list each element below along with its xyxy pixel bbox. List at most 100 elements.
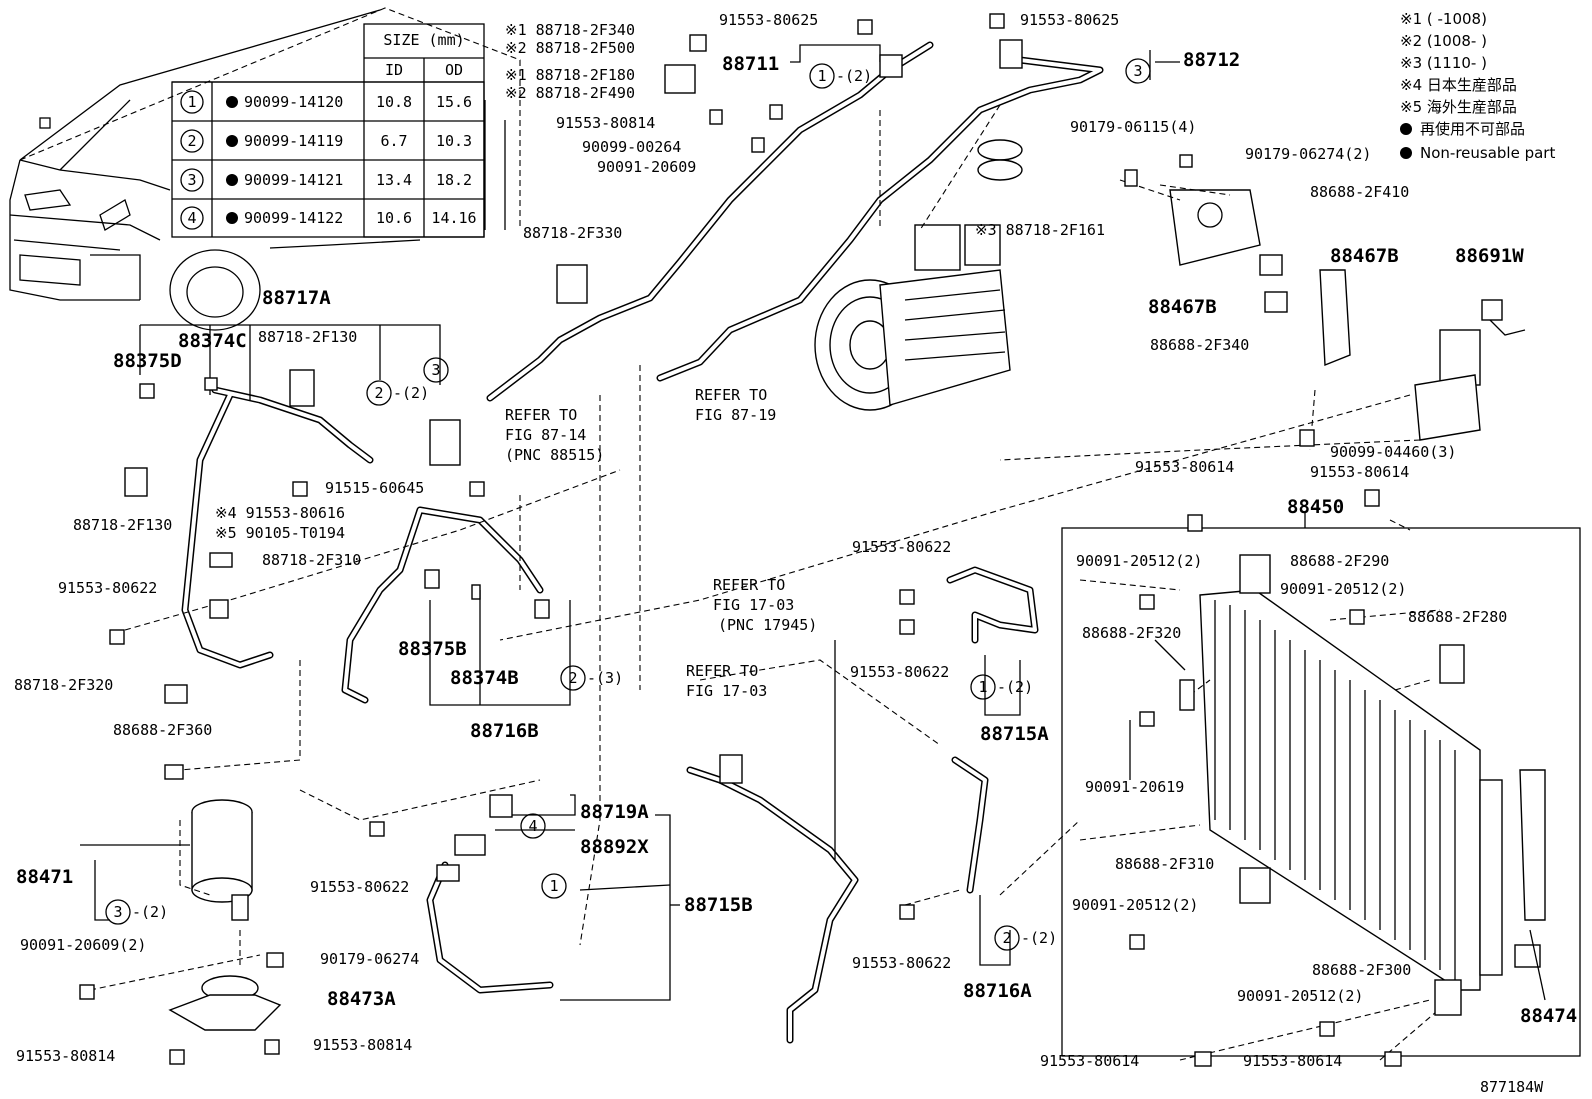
- part-label: 88688-2F310: [1115, 855, 1214, 873]
- part-label: 90179-06274: [320, 950, 419, 968]
- reference-note: FIG 17-03: [713, 596, 794, 614]
- svg-text:3: 3: [1133, 62, 1142, 80]
- assembly-label: 88715B: [684, 894, 753, 916]
- row-od: 18.2: [436, 171, 472, 189]
- assembly-labels: 88711 88712 88467B 88467B 88691W 88717A …: [16, 49, 1577, 1027]
- part-label: 88718-2F320: [14, 676, 113, 694]
- svg-text:2: 2: [374, 384, 383, 402]
- part-labels: ※1 88718-2F340 ※2 88718-2F500 ※1 88718-2…: [14, 11, 1544, 1096]
- legend: ※1 ( -1008) ※2 (1008- ) ※3 (1110- ) ※4 日…: [1400, 10, 1555, 162]
- assembly-label: 88374C: [178, 330, 247, 352]
- part-label: 88718-2F130: [258, 328, 357, 346]
- reference-note: REFER TO: [695, 386, 767, 404]
- part-label: ※1 88718-2F340: [505, 21, 635, 39]
- legend-note: ※4 日本生産部品: [1400, 76, 1517, 94]
- legend-note: ※5 海外生産部品: [1400, 98, 1517, 116]
- table-row: 4 90099-14122 10.6 14.16: [180, 206, 477, 230]
- pressure-sensor: [1414, 299, 1526, 441]
- part-label: 90099-00264: [582, 138, 681, 156]
- part-label: ※3 88718-2F161: [975, 221, 1105, 239]
- part-label: 90179-06115(4): [1070, 118, 1196, 136]
- row-ref: 3: [187, 171, 196, 189]
- part-label: 91553-80614: [1135, 458, 1234, 476]
- assembly-label: 88375D: [113, 350, 182, 372]
- part-label: 91553-80614: [1040, 1052, 1139, 1070]
- table-row: 1 90099-14120 10.8 15.6: [180, 90, 472, 114]
- assembly-label: 88474: [1520, 1005, 1577, 1027]
- callout-circle: 3: [1125, 58, 1151, 84]
- part-label: 90091-20609: [597, 158, 696, 176]
- svg-text:-(2): -(2): [132, 903, 168, 921]
- assembly-label: 88467B: [1148, 296, 1217, 318]
- non-reusable-mark-icon: [226, 174, 238, 186]
- vehicle-illustration: [9, 7, 521, 331]
- figure-code: 877184W: [1480, 1078, 1544, 1096]
- part-label: 88688-2F290: [1290, 552, 1389, 570]
- part-label: 91553-80625: [719, 11, 818, 29]
- part-label: 90091-20619: [1085, 778, 1184, 796]
- receiver-drier: [191, 799, 253, 921]
- reference-note: (PNC 88515): [505, 446, 604, 464]
- pipes: [181, 41, 1104, 1044]
- size-table-id-header: ID: [385, 61, 403, 79]
- assembly-label: 88892X: [580, 836, 649, 858]
- row-part: 90099-14121: [244, 171, 343, 189]
- legend-note: Non-reusable part: [1420, 144, 1555, 162]
- row-ref: 2: [187, 132, 196, 150]
- part-label: 90091-20609(2): [20, 936, 146, 954]
- callout-brackets: [80, 44, 1546, 1001]
- mounting-bracket: [1169, 189, 1351, 367]
- reference-note: REFER TO: [686, 662, 758, 680]
- reference-note: FIG 87-14: [505, 426, 586, 444]
- size-table: SIZE (mm) ID OD 1 90099-14120 10.8 15.6 …: [171, 23, 485, 238]
- part-label: 90179-06274(2): [1245, 145, 1371, 163]
- row-od: 10.3: [436, 132, 472, 150]
- size-table-od-header: OD: [445, 61, 463, 79]
- assembly-label: 88467B: [1330, 245, 1399, 267]
- reference-note: (PNC 17945): [718, 616, 817, 634]
- assembly-label: 88374B: [450, 667, 519, 689]
- row-part: 90099-14122: [244, 209, 343, 227]
- part-label: 91553-80622: [850, 663, 949, 681]
- svg-text:3: 3: [431, 361, 440, 379]
- callout-circle: 1 -(2): [809, 63, 872, 89]
- svg-text:1: 1: [817, 67, 826, 85]
- small-parts: [79, 13, 1465, 1067]
- circled-callouts: 1 -(2) 3 2 -(2) 3 2 -(3) 1 -(2): [105, 58, 1151, 951]
- callout-circle: 1: [541, 873, 567, 899]
- row-od: 15.6: [436, 93, 472, 111]
- part-label: 88688-2F410: [1310, 183, 1409, 201]
- assembly-label: 88691W: [1455, 245, 1524, 267]
- reference-note: FIG 17-03: [686, 682, 767, 700]
- svg-text:3: 3: [113, 903, 122, 921]
- svg-text:-(2): -(2): [997, 678, 1033, 696]
- row-id: 10.6: [376, 209, 412, 227]
- svg-text:1: 1: [978, 678, 987, 696]
- compressor: [814, 224, 1011, 411]
- part-label: 91553-80614: [1243, 1052, 1342, 1070]
- legend-note: ※2 (1008- ): [1400, 32, 1487, 50]
- part-label: 91553-80622: [852, 538, 951, 556]
- size-table-title: SIZE (mm): [383, 31, 464, 49]
- part-label: 91553-80622: [852, 954, 951, 972]
- part-label: 90091-20512(2): [1237, 987, 1363, 1005]
- table-row: 3 90099-14121 13.4 18.2: [180, 168, 472, 192]
- row-ref: 1: [187, 93, 196, 111]
- assembly-label: 88471: [16, 866, 73, 888]
- reference-note: REFER TO: [713, 576, 785, 594]
- condenser-assembly: [1061, 527, 1581, 1057]
- assembly-label: 88473A: [327, 988, 396, 1010]
- row-id: 13.4: [376, 171, 412, 189]
- svg-text:-(2): -(2): [836, 67, 872, 85]
- callout-circle: 1 -(2): [970, 674, 1033, 700]
- assembly-label: 88717A: [262, 287, 331, 309]
- svg-text:-(2): -(2): [393, 384, 429, 402]
- non-reusable-mark-icon: [226, 96, 238, 108]
- reference-note: FIG 87-19: [695, 406, 776, 424]
- part-label: 90091-20512(2): [1072, 896, 1198, 914]
- assembly-label: 88711: [722, 53, 779, 75]
- part-label: 91553-80614: [1310, 463, 1409, 481]
- assembly-label: 88716B: [470, 720, 539, 742]
- reference-note: REFER TO: [505, 406, 577, 424]
